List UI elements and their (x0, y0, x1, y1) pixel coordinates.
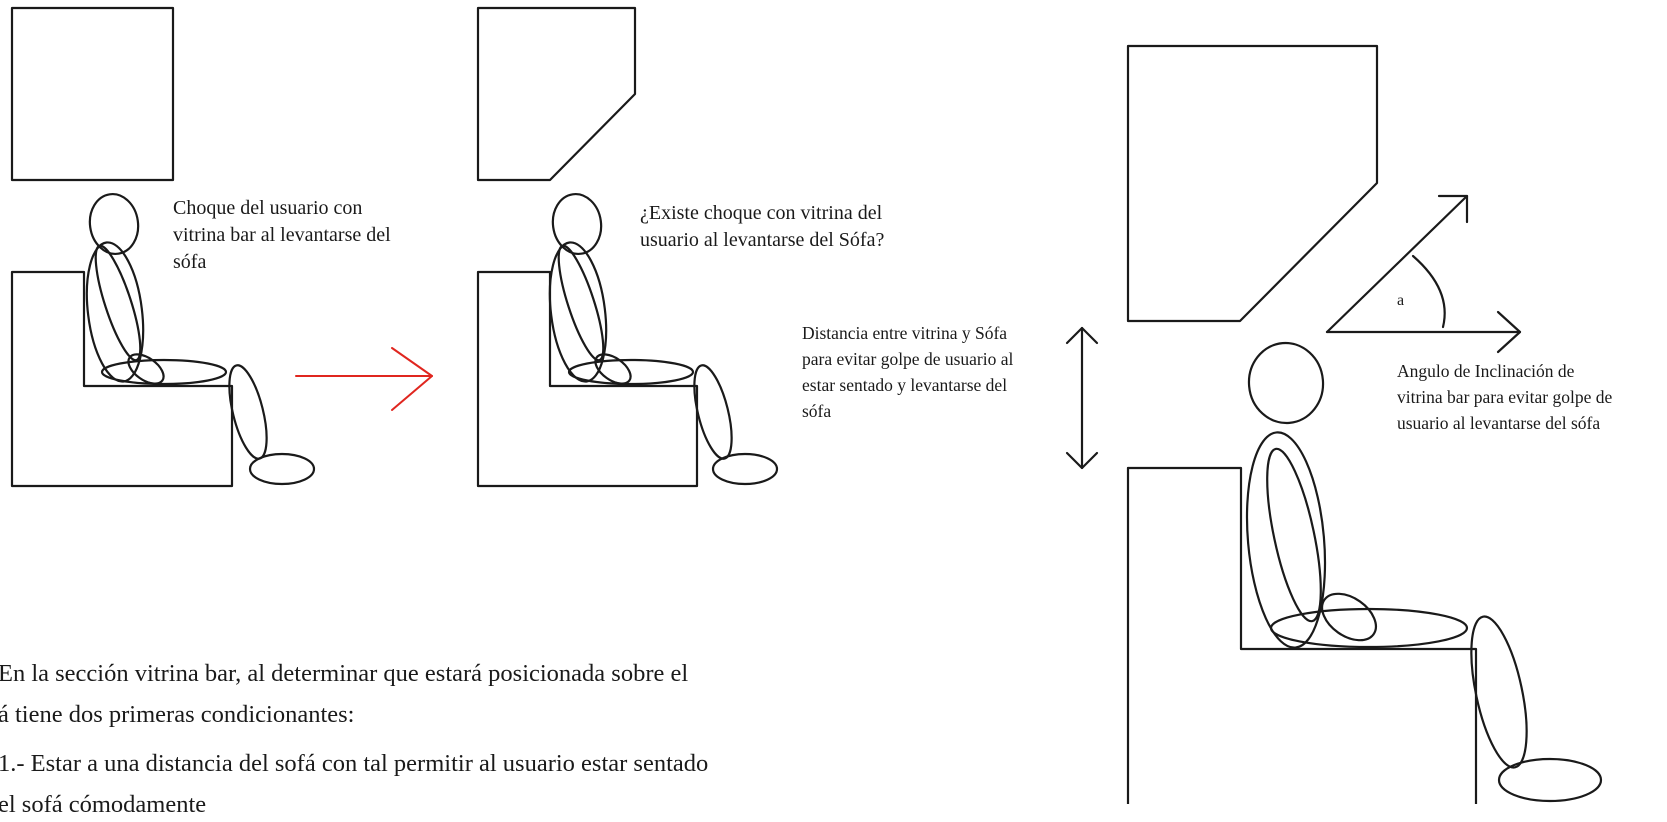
question-label: ¿Existe choque con vitrina del usuario a… (640, 202, 885, 251)
person-thigh (567, 358, 695, 386)
person-foot (711, 452, 779, 486)
distance-label: Distancia entre vitrina y Sófa para evit… (802, 323, 1014, 421)
person-torso (1245, 431, 1327, 649)
angle-label: Angulo de Inclinación de vitrina bar par… (1397, 361, 1613, 433)
person-foot (1497, 757, 1603, 803)
body-line-3: 1.- Estar a una distancia del sofá con t… (0, 750, 709, 777)
design-diagram (10, 6, 1603, 804)
body-line-4: el sofá cómodamente (0, 791, 207, 818)
sofa-outline (476, 270, 699, 488)
person-thigh (100, 358, 228, 386)
sofa-outline (1126, 466, 1478, 804)
person-shin (1470, 615, 1528, 769)
person-head (551, 193, 603, 255)
sofa-outline (10, 270, 234, 488)
distance-arrow (1065, 326, 1099, 470)
vitrina-chamfered (1126, 44, 1379, 323)
person-shin (228, 364, 268, 460)
person-head (1247, 341, 1325, 425)
collision-label: Choque del usuario con vitrina bar al le… (173, 197, 391, 273)
body-line-1: En la sección vitrina bar, al determinar… (0, 660, 689, 687)
figure-3-solution (1126, 44, 1603, 804)
person-hand (594, 353, 632, 385)
person-arm (94, 244, 142, 362)
person-arm (557, 244, 605, 362)
body-line-2: á tiene dos primeras condicionantes: (0, 701, 355, 728)
transition-arrow (295, 347, 433, 411)
person-shin (693, 364, 733, 460)
angle-indicator (1325, 194, 1522, 354)
angle-arc (1411, 254, 1446, 329)
person-thigh (1269, 607, 1469, 649)
vitrina-chamfered (476, 6, 637, 182)
person-foot (248, 452, 316, 486)
vitrina-square (10, 6, 175, 182)
person-arm (1266, 447, 1322, 623)
person-hand (127, 353, 165, 385)
figure-2-question (476, 6, 779, 488)
person-hand (1321, 592, 1377, 642)
person-head (88, 193, 140, 255)
figure-1-collision (10, 6, 316, 488)
angle-symbol: a (1397, 292, 1405, 309)
